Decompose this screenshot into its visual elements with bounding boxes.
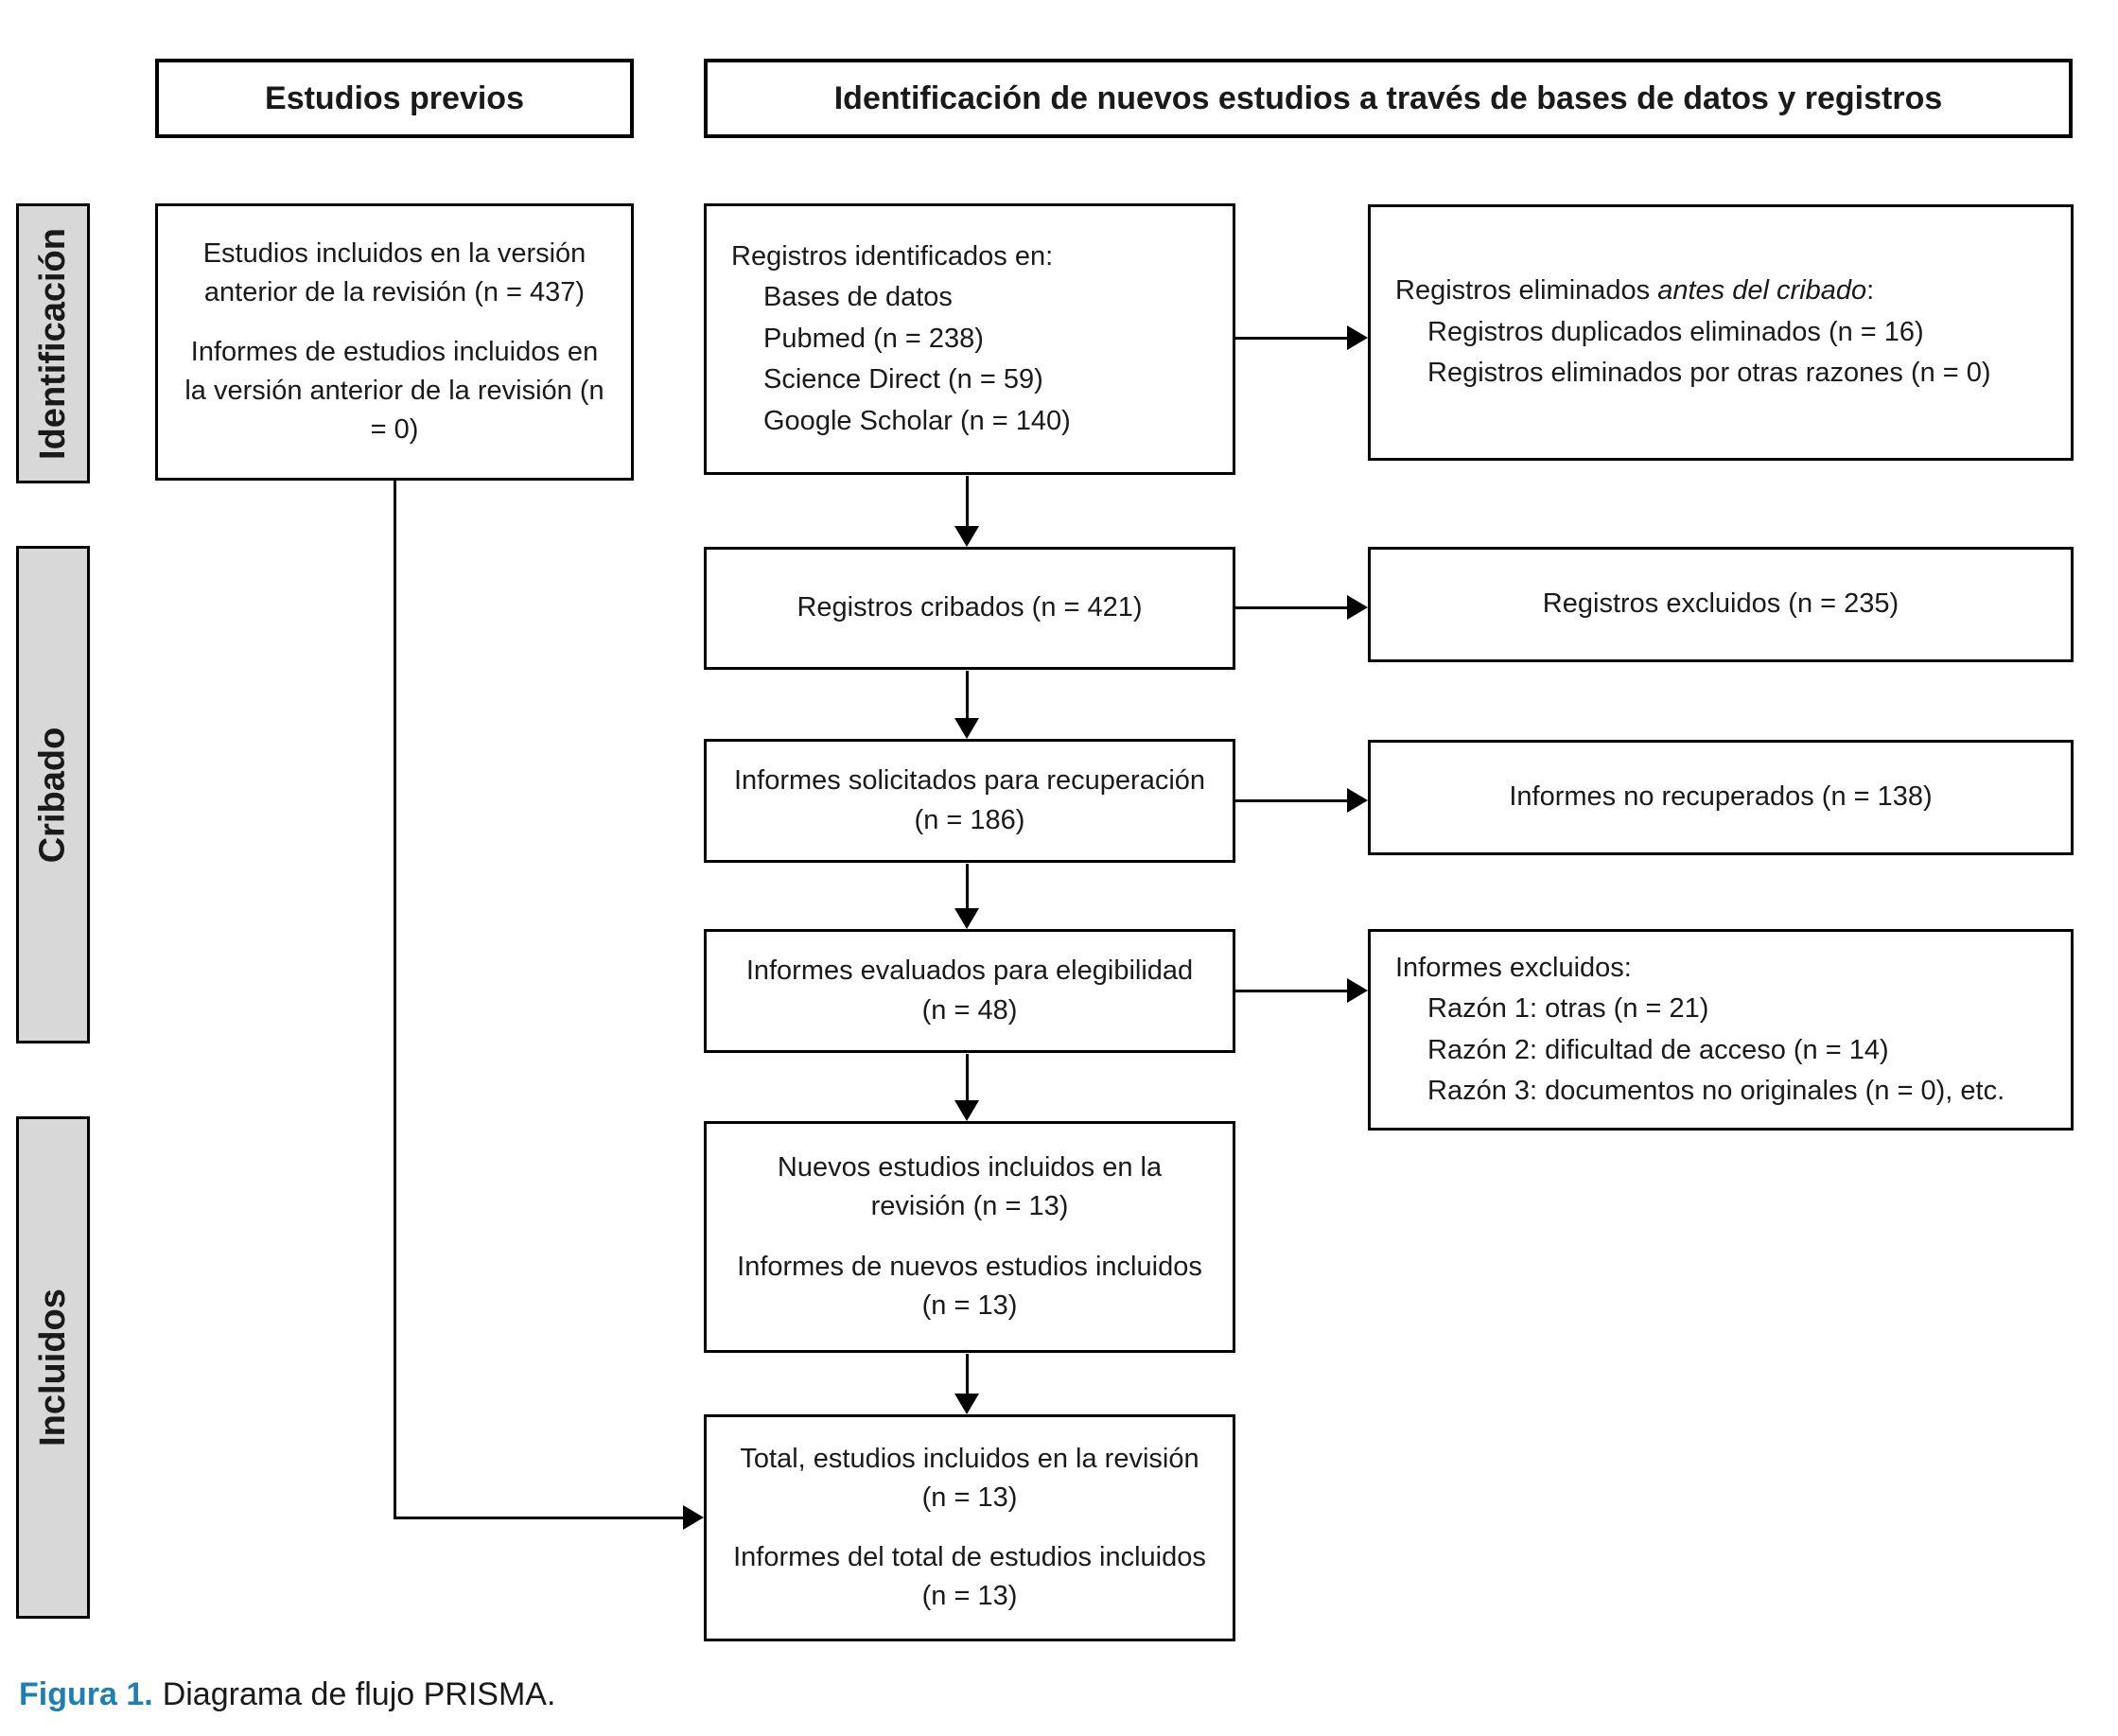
reports-assessed-text: Informes evaluados para elegibilidad (n …	[745, 956, 1194, 1026]
box-reports-not-retrieved: Informes no recuperados (n = 138)	[1368, 740, 2074, 855]
arrowhead-assessed-to-reports-excluded	[1347, 978, 1368, 1003]
box-records-screened: Registros cribados (n = 421)	[704, 547, 1235, 670]
connector-sought-to-assessed	[966, 864, 969, 910]
header-identification: Identificación de nuevos estudios a trav…	[704, 59, 2073, 138]
reports-excluded-item: Razón 2: dificultad de acceso (n = 14)	[1427, 1034, 1889, 1065]
records-removed-item: Registros eliminados por otras razones (…	[1427, 358, 1991, 389]
reports-excluded-item: Razón 3: documentos no originales (n = 0…	[1427, 1076, 2005, 1106]
records-excluded-text: Registros excluidos (n = 235)	[1542, 588, 1899, 620]
connector-screened-to-sought	[966, 671, 969, 720]
arrowhead-new-to-total	[954, 1394, 979, 1414]
box-records-removed: Registros eliminados antes del cribado: …	[1368, 204, 2074, 461]
figure-caption-text: Diagrama de flujo PRISMA.	[162, 1676, 556, 1712]
connector-identified-to-screened	[966, 476, 969, 528]
box-previous-studies: Estudios incluidos en la versión anterio…	[155, 203, 634, 481]
stage-identification: Identificación	[16, 203, 90, 483]
connector-assessed-to-new	[966, 1054, 969, 1102]
box-records-identified: Registros identificados en: Bases de dat…	[704, 203, 1235, 475]
records-screened-text: Registros cribados (n = 421)	[796, 592, 1143, 623]
figure-caption-label: Figura 1.	[19, 1676, 153, 1712]
stage-identification-label: Identificación	[32, 227, 73, 460]
header-previous-studies-label: Estudios previos	[265, 79, 524, 116]
arrowhead-identified-to-screened	[954, 526, 979, 547]
arrowhead-previous-to-total	[683, 1505, 704, 1530]
box-records-excluded: Registros excluidos (n = 235)	[1368, 547, 2074, 662]
arrowhead-sought-to-not-retrieved	[1347, 788, 1368, 813]
connector-screened-to-excluded	[1235, 606, 1349, 609]
reports-excluded-title: Informes excluidos:	[1395, 952, 1632, 983]
arrowhead-assessed-to-new	[954, 1100, 979, 1121]
stage-included-label: Incluidos	[32, 1289, 73, 1447]
records-identified-title: Registros identificados en:	[731, 240, 1054, 272]
total-included-line-2: Informes del total de estudios incluidos…	[733, 1542, 1206, 1612]
header-identification-label: Identificación de nuevos estudios a trav…	[833, 79, 1943, 116]
records-identified-item: Bases de datos	[763, 282, 953, 313]
box-reports-sought: Informes solicitados para recuperación (…	[704, 739, 1235, 863]
connector-assessed-to-reports-excluded	[1235, 990, 1349, 992]
connector-previous-to-total-vertical	[394, 481, 396, 1519]
figure-caption: Figura 1.Diagrama de flujo PRISMA.	[19, 1676, 555, 1713]
stage-screening: Cribado	[16, 546, 90, 1043]
reports-excluded-item: Razón 1: otras (n = 21)	[1427, 993, 1709, 1024]
records-removed-title-italic: antes del cribado	[1657, 275, 1867, 307]
stage-screening-label: Cribado	[32, 727, 73, 863]
records-identified-item: Pubmed (n = 238)	[763, 323, 984, 354]
connector-previous-to-total-horizontal	[394, 1517, 683, 1519]
box-new-studies-included: Nuevos estudios incluidos en la revisión…	[704, 1121, 1235, 1353]
arrowhead-screened-to-excluded	[1347, 595, 1368, 620]
arrowhead-sought-to-assessed	[954, 908, 979, 929]
reports-not-retrieved-text: Informes no recuperados (n = 138)	[1509, 781, 1933, 813]
arrowhead-screened-to-sought	[954, 718, 979, 739]
connector-identified-to-removed	[1235, 337, 1349, 340]
records-removed-title-suffix: :	[1866, 275, 1875, 307]
records-identified-item: Science Direct (n = 59)	[763, 364, 1043, 395]
arrowhead-identified-to-removed	[1347, 325, 1368, 350]
connector-new-to-total	[966, 1354, 969, 1395]
records-removed-item: Registros duplicados eliminados (n = 16)	[1427, 316, 1924, 347]
previous-studies-line-1: Estudios incluidos en la versión anterio…	[202, 237, 586, 307]
connector-sought-to-not-retrieved	[1235, 799, 1349, 802]
reports-sought-text: Informes solicitados para recuperación (…	[733, 765, 1206, 835]
box-reports-excluded: Informes excluidos: Razón 1: otras (n = …	[1368, 929, 2074, 1131]
header-previous-studies: Estudios previos	[155, 59, 634, 138]
records-removed-title: Registros eliminados antes del cribado:	[1395, 271, 2054, 312]
records-removed-title-prefix: Registros eliminados	[1395, 275, 1658, 307]
box-total-included: Total, estudios incluidos en la revisión…	[704, 1414, 1235, 1641]
new-studies-line-2: Informes de nuevos estudios incluidos (n…	[737, 1251, 1202, 1321]
previous-studies-line-2: Informes de estudios incluidos en la ver…	[184, 336, 604, 446]
total-included-line-1: Total, estudios incluidos en la revisión…	[740, 1443, 1199, 1513]
new-studies-line-1: Nuevos estudios incluidos en la revisión…	[777, 1152, 1163, 1222]
stage-included: Incluidos	[16, 1116, 90, 1619]
records-identified-item: Google Scholar (n = 140)	[763, 405, 1071, 436]
box-reports-assessed: Informes evaluados para elegibilidad (n …	[704, 929, 1235, 1053]
